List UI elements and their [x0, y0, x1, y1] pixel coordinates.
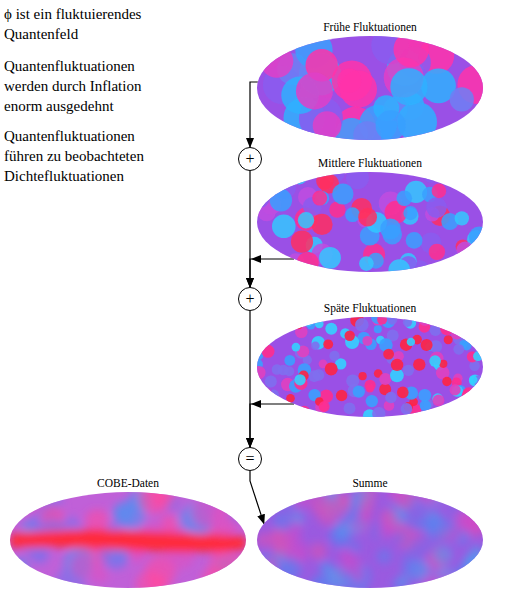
map-title: Späte Fluktuationen [322, 301, 418, 315]
fluctuation-map: COBE-Daten [10, 492, 246, 588]
explanation-note: Quantenfluktuationen führen zu beobachte… [4, 126, 172, 186]
flow-arrow [250, 404, 294, 447]
flow-arrow [250, 82, 258, 147]
operator-symbol: + [245, 291, 254, 307]
map-title: Summe [350, 476, 389, 490]
fluctuation-map: Summe [257, 492, 483, 588]
sky-map [257, 492, 483, 588]
sky-map [257, 317, 483, 417]
operator-circle: + [238, 147, 262, 171]
sky-map [257, 36, 483, 140]
sky-map [257, 172, 483, 272]
explanation-note: ϕ ist ein fluktuierendes Quantenfeld [4, 4, 172, 44]
map-title: COBE-Daten [95, 476, 161, 490]
fluctuation-map: Frühe Fluktuationen [257, 36, 483, 140]
flow-arrow [250, 259, 294, 287]
operator-symbol: = [245, 451, 254, 467]
explanation-note: Quantenfluktuationen werden durch Inflat… [4, 56, 172, 116]
map-title: Frühe Fluktuationen [321, 20, 419, 34]
fluctuation-map: Späte Fluktuationen [257, 317, 483, 417]
map-title: Mittlere Fluktuationen [316, 156, 424, 170]
operator-circle: + [238, 287, 262, 311]
operator-circle: = [238, 447, 262, 471]
sky-map [10, 492, 246, 588]
fluctuation-map: Mittlere Fluktuationen [257, 172, 483, 272]
operator-symbol: + [245, 151, 254, 167]
flow-arrow [250, 471, 264, 524]
